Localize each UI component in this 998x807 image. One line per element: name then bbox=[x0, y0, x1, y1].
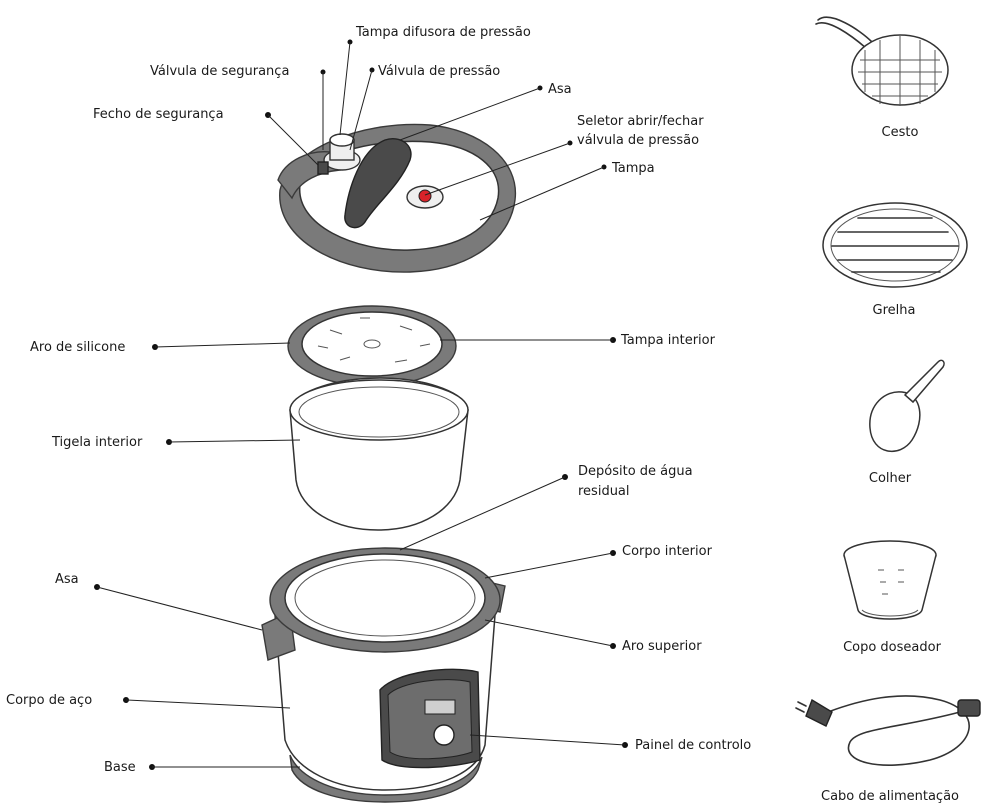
label-cesto: Cesto bbox=[882, 125, 919, 140]
label-base: Base bbox=[104, 760, 136, 775]
label-colher: Colher bbox=[869, 471, 912, 486]
label-valvula-seguranca: Válvula de segurança bbox=[150, 64, 289, 79]
lid-illustration bbox=[277, 123, 517, 273]
part-labels: Tampa difusora de pressão Válvula de seg… bbox=[6, 25, 751, 775]
label-fecho-seguranca: Fecho de segurança bbox=[93, 107, 224, 122]
label-seletor-2: válvula de pressão bbox=[577, 133, 699, 148]
label-cabo: Cabo de alimentação bbox=[821, 789, 959, 804]
label-deposito-2: residual bbox=[578, 484, 630, 499]
label-painel: Painel de controlo bbox=[635, 738, 751, 753]
inner-lid-illustration bbox=[287, 305, 457, 387]
label-grelha: Grelha bbox=[873, 303, 916, 318]
basket-illustration bbox=[815, 16, 949, 106]
label-aro-silicone: Aro de silicone bbox=[30, 340, 125, 355]
label-asa-corpo: Asa bbox=[55, 572, 79, 587]
label-tampa-difusora: Tampa difusora de pressão bbox=[355, 25, 531, 40]
label-tampa-interior: Tampa interior bbox=[620, 333, 716, 348]
accessory-labels: Cesto Grelha Colher Copo doseador Cabo d… bbox=[821, 125, 959, 804]
power-cable-illustration bbox=[795, 695, 981, 766]
label-copo: Copo doseador bbox=[843, 640, 942, 655]
cooker-body-illustration bbox=[261, 547, 506, 803]
label-deposito-1: Depósito de água bbox=[578, 464, 693, 479]
label-valvula-pressao: Válvula de pressão bbox=[378, 64, 500, 79]
label-aro-superior: Aro superior bbox=[622, 639, 702, 654]
inner-bowl-illustration bbox=[289, 377, 469, 531]
spoon-illustration bbox=[869, 359, 945, 453]
label-tigela-interior: Tigela interior bbox=[51, 435, 143, 450]
grill-rack-illustration bbox=[822, 202, 968, 288]
label-asa-tampa: Asa bbox=[548, 82, 572, 97]
measuring-cup-illustration bbox=[843, 540, 937, 620]
leader-lines bbox=[94, 39, 628, 770]
label-corpo-interior: Corpo interior bbox=[622, 544, 713, 559]
label-seletor-1: Seletor abrir/fechar bbox=[577, 114, 704, 129]
label-tampa: Tampa bbox=[611, 161, 655, 176]
label-corpo-aco: Corpo de aço bbox=[6, 693, 92, 708]
